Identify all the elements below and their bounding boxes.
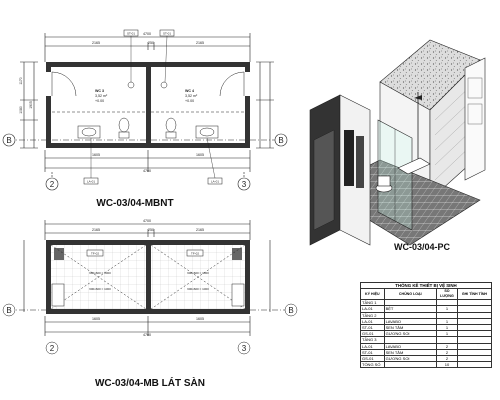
perspective-view: WC-03/04-PC [309, 39, 486, 252]
tiling-dim-bottom-left: 1605 [92, 317, 100, 321]
drawing-title-top: WC-03/04-MBNT [96, 198, 173, 209]
tag-shower-left: ST-01 [127, 32, 135, 36]
table-cell: TỔNG SỐ [360, 361, 385, 369]
tile-label-right-1: 600x600 = 1000 [187, 271, 209, 275]
drawing-title-bottom: WC-03/04-MB LÁT SÀN [95, 376, 205, 389]
floor-plan-tiling: 4700 2165 250 2165 1605 1605 4700 TF-02 … [2, 219, 298, 389]
tag-lavabo-left: LA-01 [87, 180, 95, 184]
tiling-grid-axis-3: 3 [242, 344, 247, 353]
tiling-grid-axis-b-left: B [6, 306, 11, 315]
tiling-dim-right: 2165 [196, 228, 204, 232]
room-area-right: 3,52 m² [185, 94, 198, 98]
schedule-header: KÝ HIỆU [360, 288, 385, 301]
floor-plan-top: 4700 2165 250 2165 1605 1605 4700 ST-01 … [2, 29, 288, 209]
tiling-dim-mid: 250 [148, 228, 154, 232]
dim-left: 2165 [92, 41, 100, 45]
tile-tag-left: TF-02 [91, 252, 99, 256]
room-level-left: +0.00 [95, 99, 104, 103]
grid-axis-b-left: B [6, 136, 11, 145]
schedule-header: GHI TÌNH TÌNH [456, 288, 493, 301]
tiling-grid-axis-b-right: B [288, 306, 293, 315]
room-label-left: WC 3 [95, 89, 104, 93]
grid-axis-3: 3 [242, 180, 247, 189]
grid-axis-b-right: B [278, 136, 283, 145]
tiling-dim-left: 2165 [92, 228, 100, 232]
table-cell: 10 [435, 361, 458, 369]
room-level-right: +0.00 [185, 99, 194, 103]
dim-right: 2165 [196, 41, 204, 45]
side-dim-2: 1080 [19, 106, 23, 114]
room-label-right: WC 4 [185, 89, 194, 93]
tag-lavabo-right: LA-01 [211, 180, 219, 184]
dim-bottom-overall: 4700 [143, 169, 151, 173]
tile-label-right-2: 600x600 = 1000 [187, 287, 209, 291]
dim-bottom-right: 1605 [196, 153, 204, 157]
table-cell [383, 361, 437, 369]
table-cell [456, 361, 493, 369]
room-area-left: 3,52 m² [95, 94, 108, 98]
tile-label-left-2: 600x600 = 1000 [89, 287, 111, 291]
side-dim-3: 1905 [29, 101, 33, 109]
sanitary-schedule-table: THỐNG KÊ THIẾT BỊ VỆ SINH KÝ HIỆU CHỦNG … [360, 281, 493, 369]
grid-axis-2: 2 [50, 180, 55, 189]
tile-tag-right: TF-02 [191, 252, 199, 256]
tag-shower-right: ST-01 [163, 32, 171, 36]
tiling-grid-axis-2: 2 [50, 344, 55, 353]
tile-label-left-1: 600x600 = 1000 [89, 271, 111, 275]
tiling-dim-overall: 4700 [143, 219, 151, 223]
dim-bottom-left: 1605 [92, 153, 100, 157]
schedule-header: SỐ LƯỢNG [435, 288, 458, 301]
schedule-header: CHỦNG LOẠI [383, 288, 437, 301]
dim-overall: 4700 [143, 32, 151, 36]
side-dim-1: 1170 [19, 77, 23, 84]
schedule-title: THỐNG KÊ THIẾT BỊ VỆ SINH [360, 281, 492, 290]
drawing-title-perspective: WC-03/04-PC [394, 242, 451, 252]
tiling-dim-bottom-overall: 4700 [143, 333, 151, 337]
tiling-dim-bottom-right: 1605 [196, 317, 204, 321]
dim-mid: 250 [148, 41, 154, 45]
table-row: TỔNG SỐ 10 [360, 361, 493, 369]
